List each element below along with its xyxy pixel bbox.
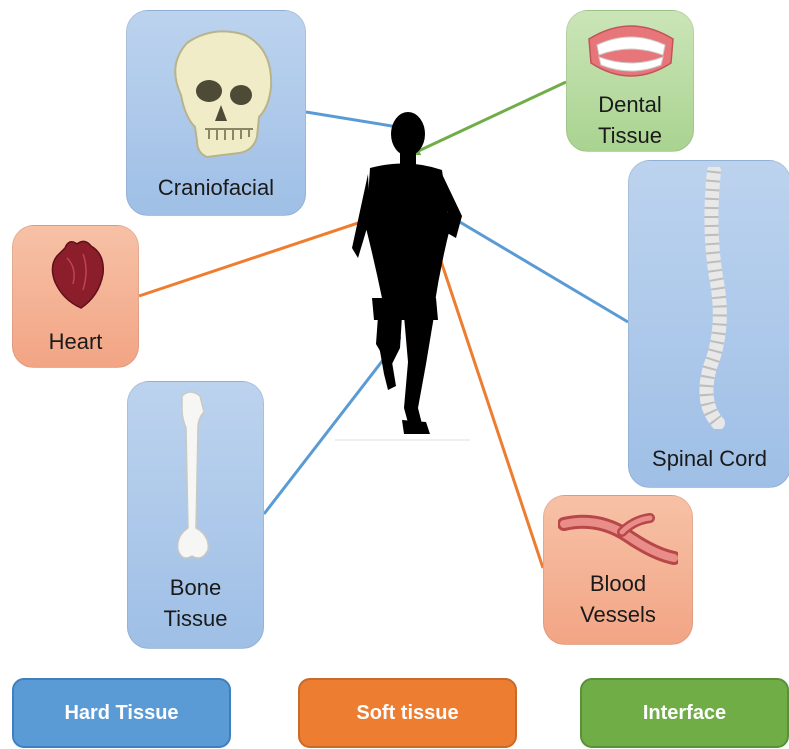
heart-label: Heart bbox=[13, 326, 138, 357]
femur-icon bbox=[168, 388, 224, 564]
craniofacial-label: Craniofacial bbox=[127, 172, 305, 203]
heart-icon bbox=[47, 238, 109, 312]
legend-soft-tissue: Soft tissue bbox=[298, 678, 517, 748]
blood-vessels-card[interactable]: Blood Vessels bbox=[543, 495, 693, 645]
dental-tissue-card[interactable]: Dental Tissue bbox=[566, 10, 694, 152]
legend-interface: Interface bbox=[580, 678, 789, 748]
dental-tissue-label: Dental Tissue bbox=[567, 89, 693, 151]
blood-vessels-label: Blood Vessels bbox=[544, 568, 692, 630]
skull-icon bbox=[161, 25, 279, 165]
blood-vessel-icon bbox=[558, 510, 678, 570]
bone-tissue-label: Bone Tissue bbox=[128, 572, 263, 634]
craniofacial-card[interactable]: Craniofacial bbox=[126, 10, 306, 216]
spinal-cord-card[interactable]: Spinal Cord bbox=[628, 160, 789, 488]
heart-card[interactable]: Heart bbox=[12, 225, 139, 368]
spine-icon bbox=[674, 167, 754, 429]
legend-hard-tissue: Hard Tissue bbox=[12, 678, 231, 748]
bone-tissue-card[interactable]: Bone Tissue bbox=[127, 381, 264, 649]
teeth-icon bbox=[585, 19, 677, 83]
spinal-cord-label: Spinal Cord bbox=[629, 443, 789, 474]
runner-silhouette-icon bbox=[330, 108, 475, 443]
